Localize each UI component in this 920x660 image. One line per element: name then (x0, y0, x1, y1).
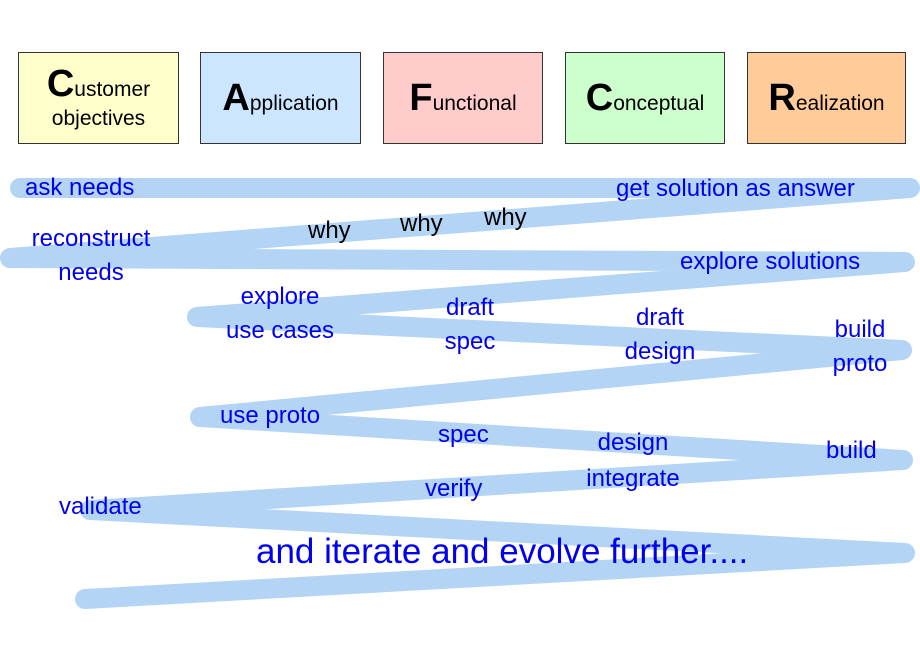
label-draft-design-line2: design (624, 338, 696, 365)
realization-initial: R (768, 77, 796, 119)
conceptual-rest: onceptual (613, 92, 705, 115)
customer-line2: objectives (51, 107, 146, 130)
label-explore-use-cases: explore use cases (205, 280, 355, 348)
label-get-solution: get solution as answer (616, 175, 855, 202)
label-draft-design: draft design (610, 301, 710, 369)
application-rest: pplication (249, 92, 339, 115)
label-reconstruct-line1: reconstruct (31, 225, 151, 252)
functional-rest: unctional (432, 92, 517, 115)
label-iterate-evolve: and iterate and evolve further.... (256, 532, 749, 571)
label-design: design (597, 429, 669, 456)
label-build: build (826, 437, 877, 464)
label-why-1: why (308, 217, 351, 244)
label-draft-spec-line1: draft (445, 294, 495, 321)
label-reconstruct-needs: reconstruct needs (10, 222, 172, 290)
label-explore-solutions: explore solutions (680, 248, 861, 275)
label-explore-line1: explore (240, 283, 320, 310)
conceptual-initial: C (585, 77, 614, 119)
label-reconstruct-line2: needs (58, 259, 124, 286)
label-draft-design-line1: draft (635, 304, 685, 331)
functional-initial: F (409, 77, 433, 119)
label-build-proto: build proto (815, 313, 905, 381)
label-why-3: why (484, 204, 527, 231)
realization-rest: ealization (795, 92, 885, 115)
label-use-proto: use proto (220, 402, 321, 429)
label-explore-line2: use cases (225, 317, 335, 344)
application-initial: A (222, 77, 250, 119)
label-draft-spec: draft spec (420, 291, 520, 359)
label-validate: validate (59, 493, 142, 520)
customer-rest: ustomer (74, 78, 151, 101)
label-build-proto-line1: build (834, 316, 886, 343)
label-build-proto-line2: proto (832, 350, 888, 377)
label-integrate: integrate (586, 465, 680, 492)
label-ask-needs: ask needs (25, 174, 135, 201)
label-spec: spec (438, 421, 489, 448)
process-path-line (0, 178, 920, 609)
label-verify: verify (425, 475, 483, 502)
label-draft-spec-line2: spec (444, 328, 496, 355)
label-why-2: why (400, 210, 443, 237)
label-design-integrate: design (583, 426, 683, 460)
customer-initial: C (46, 63, 75, 105)
